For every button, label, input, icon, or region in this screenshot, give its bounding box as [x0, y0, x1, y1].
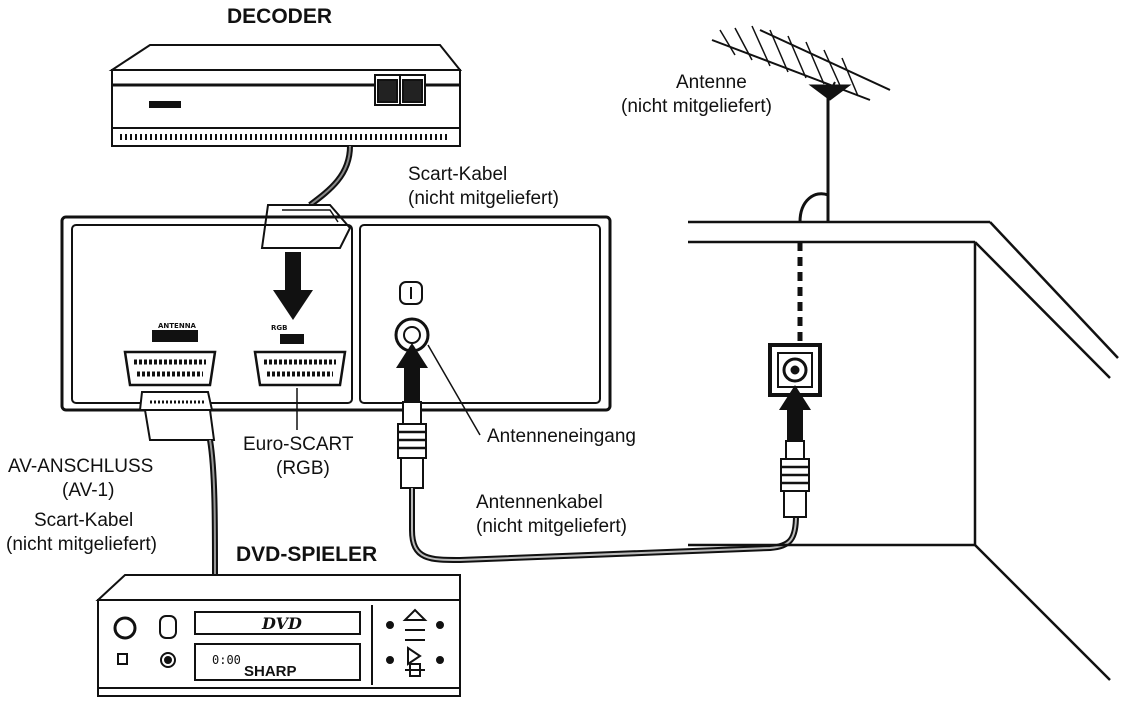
decoder-label: DECODER [227, 5, 333, 28]
rear-panel [60, 215, 612, 412]
antenna-cable-label-line2: (nicht mitgeliefert) [476, 516, 627, 537]
av-connector-label-line1: AV-ANSCHLUSS [8, 456, 154, 477]
euro-scart-label-line2: (RGB) [276, 458, 330, 479]
scart-cable-top-line2: (nicht mitgeliefert) [408, 188, 559, 209]
decoder-device [108, 44, 463, 147]
antenna-input-label: Antenneneingang [487, 426, 636, 447]
antenna-label-line2: (nicht mitgeliefert) [621, 96, 772, 117]
dvd-logo: DVD [261, 614, 302, 633]
panel-antenna-socket [394, 281, 430, 353]
arrow-up-to-wall [779, 385, 811, 441]
scart-cable-top-line1: Scart-Kabel [408, 164, 508, 185]
dvd-player [95, 574, 461, 697]
scart-cable-bottom-line2: (nicht mitgeliefert) [6, 534, 157, 555]
av-connector-label-line2: (AV-1) [62, 480, 115, 501]
scart-cable-bottom-line1: Scart-Kabel [34, 510, 134, 531]
dvd-player-label: DVD-SPIELER [236, 543, 378, 566]
socket-tag-antenna: ANTENNA [158, 322, 197, 330]
scart-cable-dvd [138, 391, 218, 576]
dvd-brand: SHARP [244, 663, 297, 680]
coax-plug-right [780, 440, 810, 518]
arrow-up-to-panel [396, 343, 428, 402]
socket-tag-rgb: RGB [271, 324, 287, 332]
dvd-display-digits: 0:00 [212, 653, 241, 667]
rgb-scart-socket: RGB [253, 324, 347, 387]
antenna-label-line1: Antenne [676, 72, 747, 93]
antenna-cable-label-line1: Antennenkabel [476, 492, 603, 513]
scart-cable-decoder [260, 145, 353, 249]
leader-antenna-input [427, 344, 481, 436]
av-scart-socket: ANTENNA [123, 322, 217, 387]
antenna-downlead [797, 192, 829, 342]
wall [688, 220, 1119, 681]
euro-scart-label-line1: Euro-SCART [243, 434, 354, 455]
roof-antenna [711, 25, 891, 222]
arrow-down-to-rgb [273, 252, 313, 320]
coax-plug-left [397, 401, 427, 489]
